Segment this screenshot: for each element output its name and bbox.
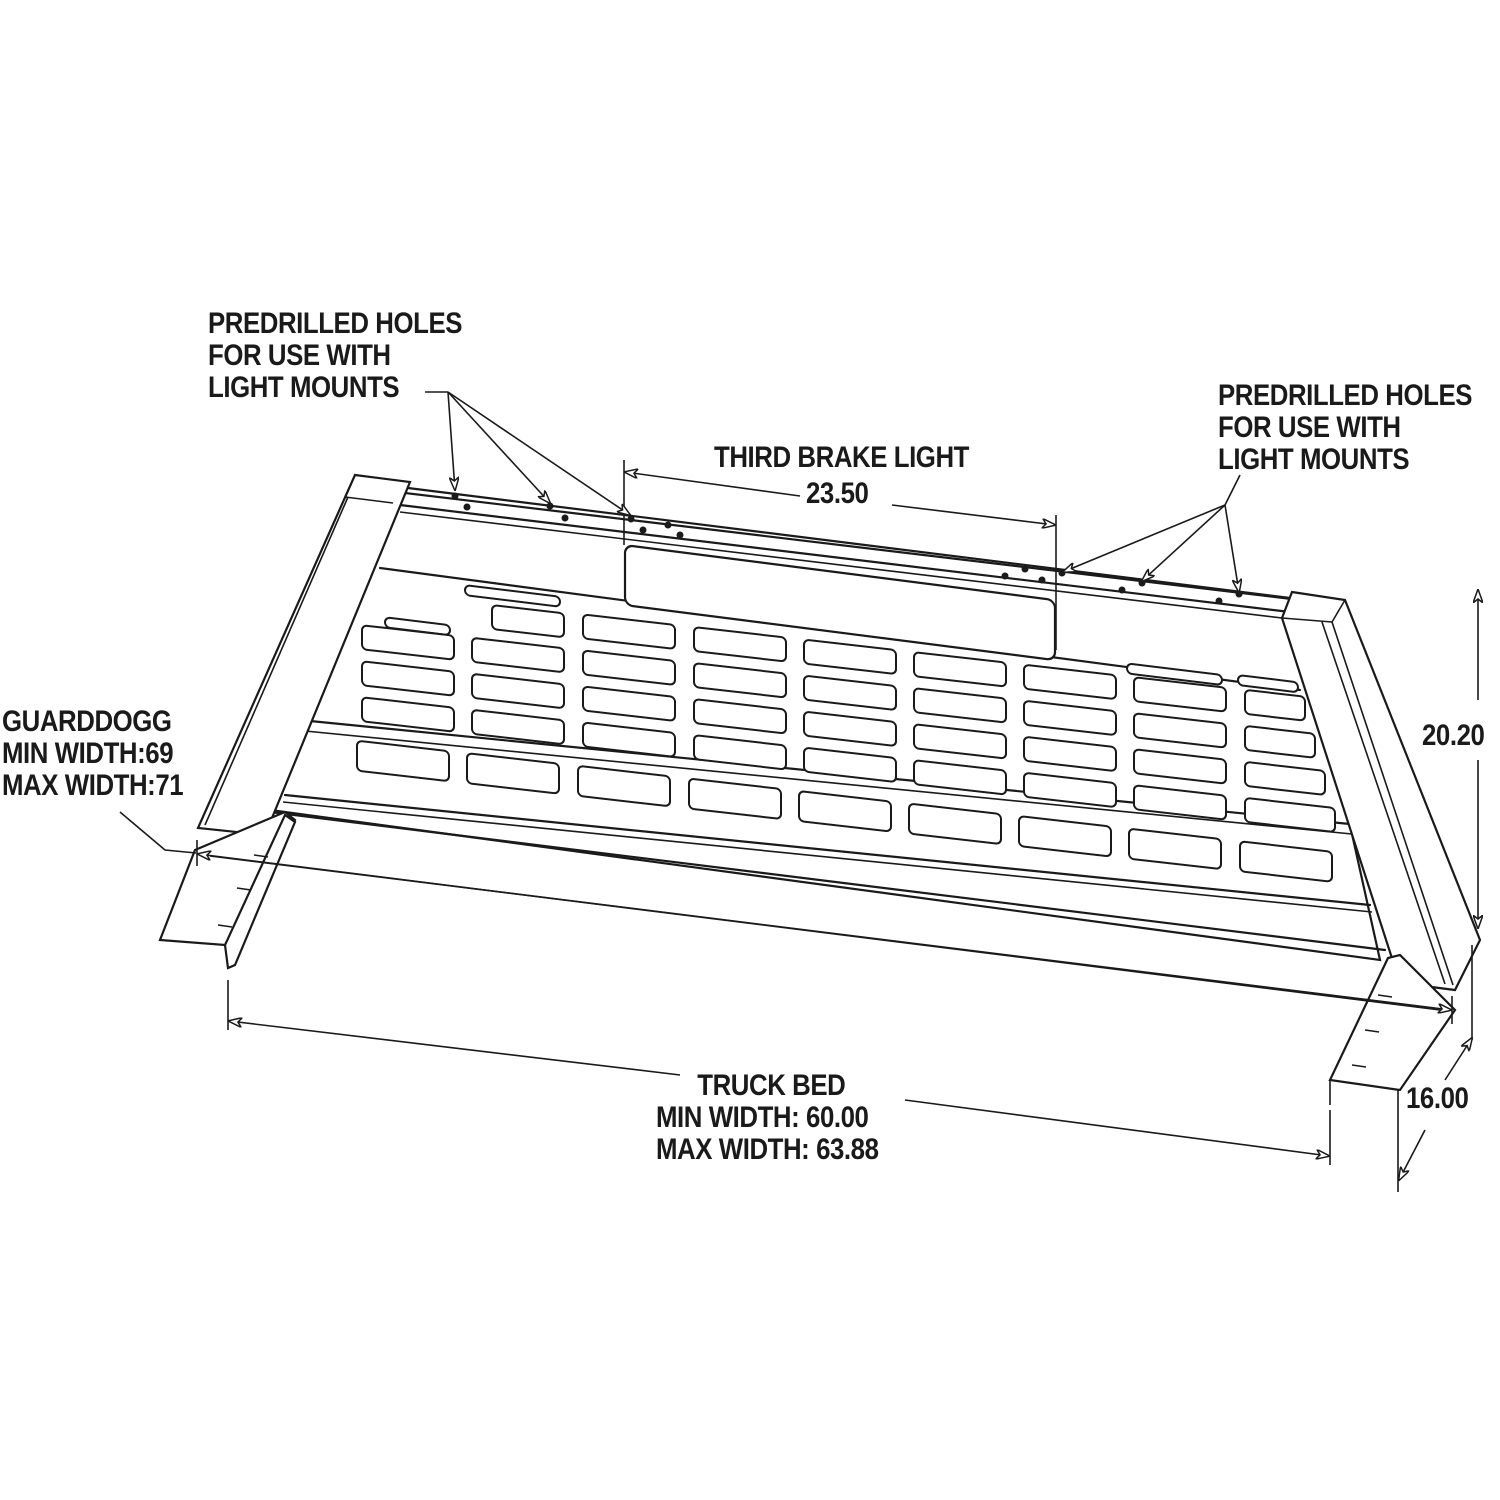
guarddogg-line-2: MIN WIDTH:69	[2, 737, 174, 770]
right-holes-line-3: LIGHT MOUNTS	[1218, 443, 1410, 476]
left-holes-line-3: LIGHT MOUNTS	[208, 371, 400, 404]
brake-light-title: THIRD BRAKE LIGHT	[714, 441, 969, 474]
brake-light-dimension-value: 23.50	[806, 477, 869, 510]
guarddogg-label: GUARDDOGG MIN WIDTH:69 MAX WIDTH:71	[2, 705, 184, 802]
depth-dimension	[1397, 945, 1472, 1192]
guarddogg-width-dimension	[119, 811, 1453, 1024]
height-dimension-value: 20.20	[1422, 719, 1485, 752]
truck-bed-label: TRUCK BED MIN WIDTH: 60.00 MAX WIDTH: 63…	[656, 1069, 879, 1166]
left-holes-leaders	[425, 391, 630, 515]
depth-dimension-value: 16.00	[1406, 1082, 1469, 1115]
left-holes-line-1: PREDRILLED HOLES	[208, 307, 463, 340]
truck-bed-dimension	[227, 980, 1331, 1165]
left-bracket	[158, 810, 297, 970]
brake-light-dimension	[623, 460, 1057, 650]
truck-bed-line-2: MIN WIDTH: 60.00	[656, 1101, 869, 1134]
right-holes-label: PREDRILLED HOLES FOR USE WITH LIGHT MOUN…	[1218, 380, 1472, 476]
top-slots	[384, 584, 1299, 693]
right-bracket	[1328, 953, 1457, 1105]
slot-grid	[356, 604, 1336, 883]
left-holes-label: PREDRILLED HOLES FOR USE WITH LIGHT MOUN…	[208, 308, 462, 404]
right-holes-line-1: PREDRILLED HOLES	[1218, 379, 1473, 412]
right-upright	[1280, 590, 1482, 992]
truck-bed-line-3: MAX WIDTH: 63.88	[656, 1133, 879, 1166]
left-holes-line-2: FOR USE WITH	[208, 339, 391, 372]
right-holes-line-2: FOR USE WITH	[1218, 411, 1401, 444]
truck-bed-line-1: TRUCK BED	[697, 1069, 846, 1102]
guarddogg-line-3: MAX WIDTH:71	[2, 769, 184, 802]
brake-light-panel	[623, 544, 1057, 661]
guarddogg-line-1: GUARDDOGG	[2, 705, 172, 738]
right-holes-leaders	[1063, 474, 1240, 592]
